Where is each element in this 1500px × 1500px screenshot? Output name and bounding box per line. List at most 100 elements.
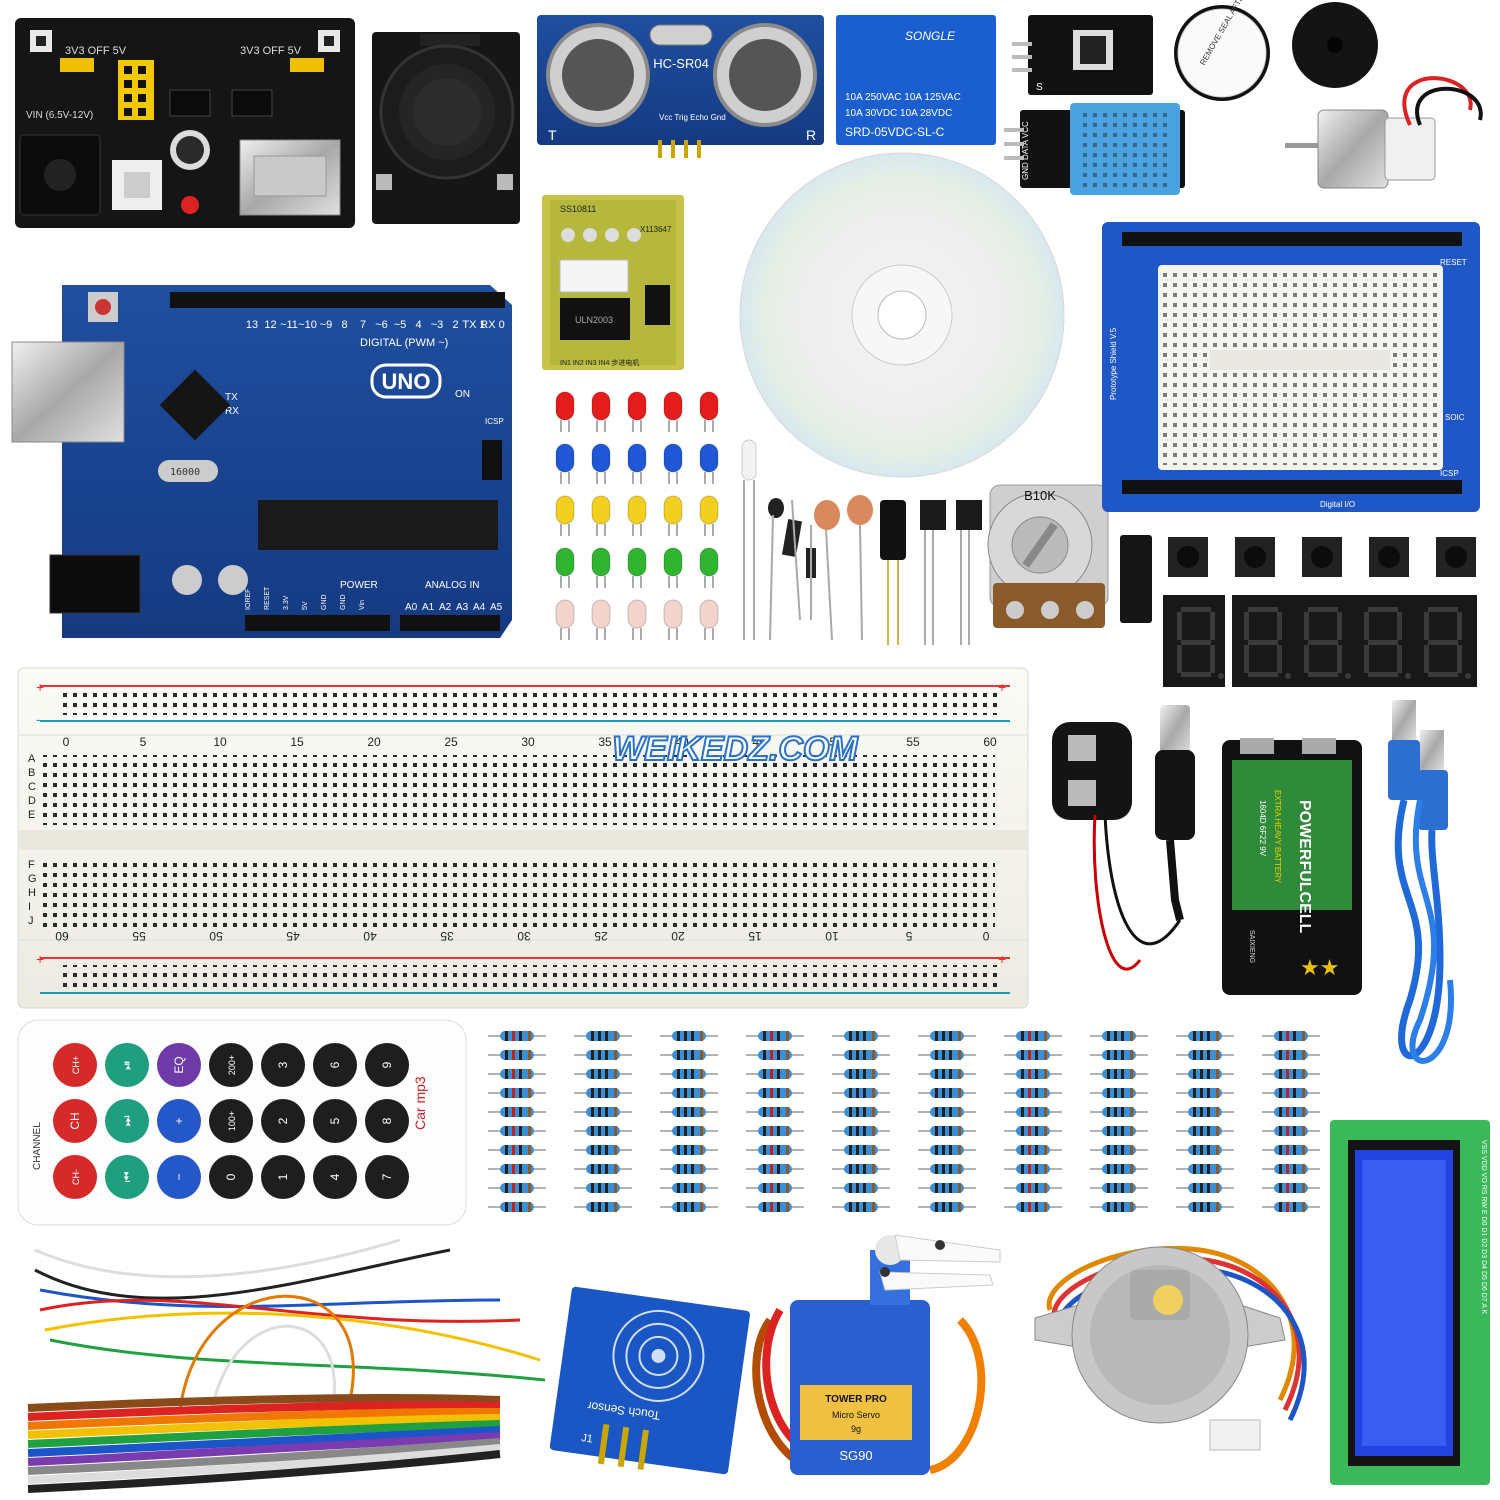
svg-text:16000: 16000	[170, 467, 200, 478]
remote-button	[209, 1043, 253, 1087]
row-letter: J	[28, 915, 34, 927]
ribbon-wire	[27, 1401, 501, 1421]
seven-segment-displays	[1163, 595, 1477, 687]
remote-button-label: 9	[380, 1061, 394, 1068]
remote-button-label: 7	[380, 1173, 394, 1180]
resistor	[758, 1183, 792, 1193]
ir-receiver-module: S	[1012, 15, 1153, 95]
resistor-assortment	[488, 1031, 1320, 1212]
resistor	[758, 1088, 792, 1098]
svg-text:SS10811: SS10811	[560, 204, 596, 214]
column-number: 40	[675, 735, 689, 749]
resistor	[930, 1088, 964, 1098]
power-pin-label: GND	[340, 594, 347, 610]
resistor	[844, 1183, 878, 1193]
resistor	[758, 1031, 792, 1041]
resistor	[1016, 1088, 1050, 1098]
remote-button	[157, 1155, 201, 1199]
ultrasonic-sensor: HC-SR04 T R Vcc Trig Echo Gnd	[537, 15, 824, 158]
column-number: 45	[752, 735, 766, 749]
resistor	[1102, 1145, 1136, 1155]
segment	[1308, 607, 1338, 612]
resistor	[1102, 1202, 1136, 1212]
resistor	[672, 1164, 706, 1174]
column-number: 20	[671, 929, 685, 943]
resistor	[1102, 1107, 1136, 1117]
resistor	[672, 1088, 706, 1098]
potentiometer-label: B10K	[1024, 488, 1056, 503]
column-number: 60	[983, 735, 997, 749]
resistor	[1102, 1126, 1136, 1136]
svg-text:POWER: POWER	[340, 580, 378, 591]
analog-pin-label: A3	[456, 602, 469, 613]
svg-text:TOWER PRO: TOWER PRO	[825, 1394, 887, 1405]
row-letter: H	[28, 887, 36, 899]
resistor	[1102, 1088, 1136, 1098]
remote-button-label: EQ	[172, 1056, 186, 1073]
svg-text:Prototype Shield V.5: Prototype Shield V.5	[1109, 327, 1118, 400]
column-number: 50	[829, 735, 843, 749]
passive-buzzer	[1292, 2, 1378, 88]
servo-model: SG90	[839, 1448, 872, 1463]
led	[663, 495, 683, 525]
resistor	[930, 1202, 964, 1212]
resistor	[1016, 1126, 1050, 1136]
resistor	[672, 1107, 706, 1117]
resistor	[500, 1069, 534, 1079]
remote-button	[105, 1043, 149, 1087]
segment	[1368, 607, 1398, 612]
column-number: 10	[213, 735, 227, 749]
led	[555, 391, 575, 421]
resistor	[844, 1202, 878, 1212]
svg-text:-: -	[36, 711, 41, 727]
column-number: 0	[63, 735, 70, 749]
remote-button-label: 4	[328, 1173, 342, 1180]
svg-text:SOIC: SOIC	[1445, 413, 1465, 422]
resistor	[672, 1031, 706, 1041]
resistor	[586, 1145, 620, 1155]
resistor	[672, 1202, 706, 1212]
svg-text:ICSP: ICSP	[1440, 469, 1459, 478]
led	[591, 547, 611, 577]
discrete-components	[741, 439, 982, 645]
ribbon-wire	[27, 1450, 501, 1493]
led	[663, 599, 683, 629]
relay-model: SRD-05VDC-SL-C	[845, 125, 945, 139]
led	[663, 443, 683, 473]
led	[699, 391, 719, 421]
power-pin-label: IOREF	[245, 589, 252, 610]
led	[627, 443, 647, 473]
remote-button	[209, 1099, 253, 1143]
resistor	[758, 1164, 792, 1174]
remote-button-label: CH-	[71, 1169, 81, 1185]
svg-text:T: T	[548, 127, 557, 143]
resistor	[500, 1126, 534, 1136]
remote-button-label: 3	[276, 1061, 290, 1068]
resistor	[844, 1107, 878, 1117]
resistor	[758, 1126, 792, 1136]
resistor	[844, 1050, 878, 1060]
ic-74hc595	[1120, 535, 1152, 623]
ribbon-wire	[27, 1393, 501, 1412]
power-module-label: 3V3 OFF 5V	[65, 45, 127, 57]
column-number: 30	[517, 929, 531, 943]
pin-label: ~6	[375, 319, 388, 331]
resistor	[586, 1069, 620, 1079]
remote-button	[157, 1043, 201, 1087]
resistor	[500, 1107, 534, 1117]
resistor	[500, 1050, 534, 1060]
resistor	[1188, 1183, 1222, 1193]
led-assortment	[555, 391, 719, 640]
pin-label: ~10	[298, 319, 317, 331]
svg-text:Digital I/O: Digital I/O	[1320, 500, 1355, 509]
remote-button	[365, 1155, 409, 1199]
resistor	[1188, 1126, 1222, 1136]
svg-text:Vcc Trig Echo Gnd: Vcc Trig Echo Gnd	[659, 113, 726, 122]
svg-text:10A 30VDC 10A 28VDC: 10A 30VDC 10A 28VDC	[845, 108, 952, 119]
resistor	[1016, 1202, 1050, 1212]
resistor	[758, 1202, 792, 1212]
active-buzzer: REMOVE SEAL AFTER WASHING	[1174, 0, 1270, 101]
resistor	[500, 1031, 534, 1041]
resistor	[844, 1145, 878, 1155]
led	[699, 599, 719, 629]
